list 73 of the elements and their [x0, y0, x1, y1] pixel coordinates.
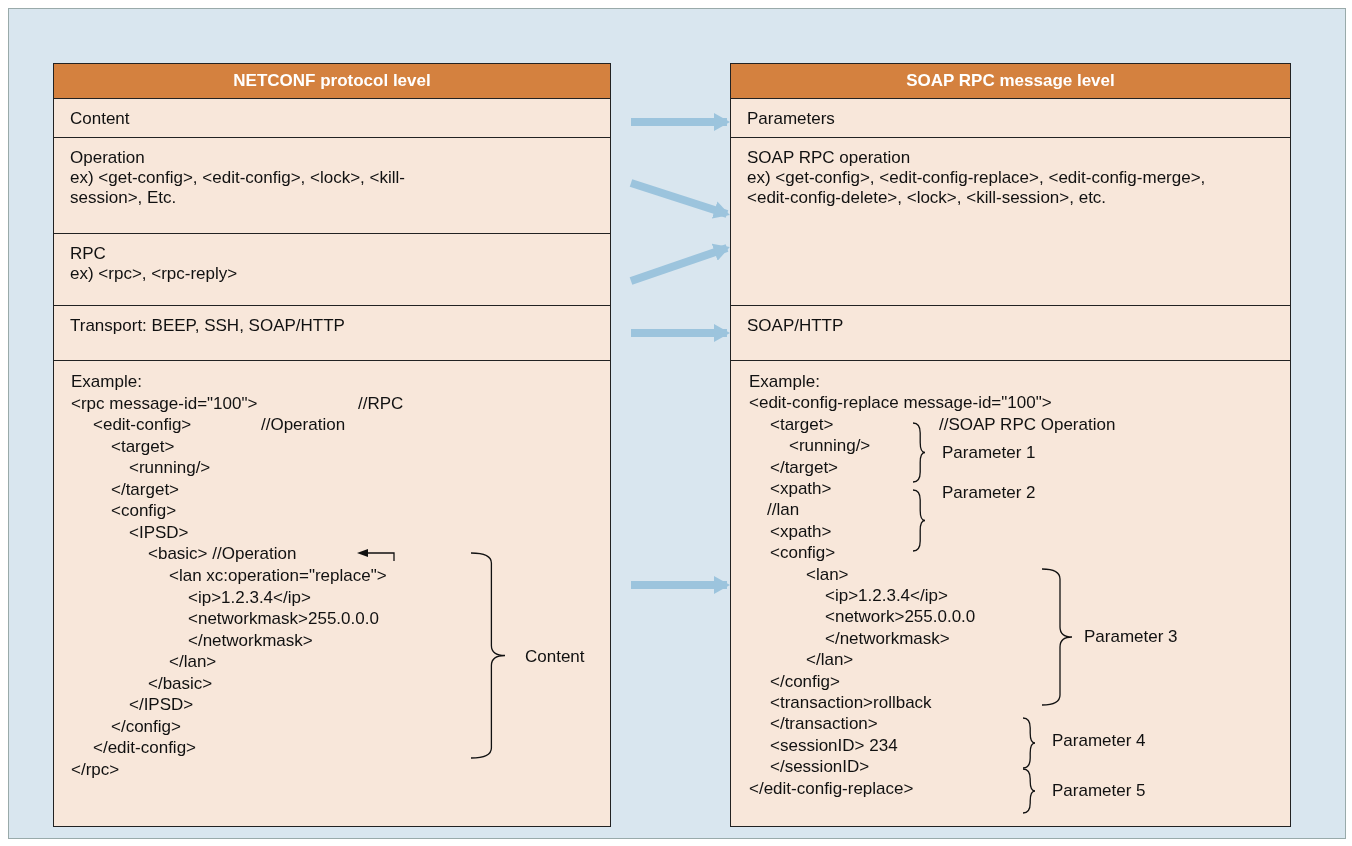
layer-title: Parameters: [747, 109, 836, 129]
code-line: </basic>: [148, 673, 213, 694]
example-text: ex) <get-config>, <edit-config>, <lock>, <kill-session>, Etc.: [70, 168, 406, 208]
code-line: <ip>1.2.3.4</ip>: [825, 586, 948, 606]
code-line: <basic> //Operation: [148, 544, 297, 565]
code-line: Example:: [71, 372, 142, 392]
arrow: [629, 179, 730, 219]
code-line: <edit-config-replace message-id="100">: [749, 393, 1052, 414]
brace-label: Parameter 2: [942, 483, 1036, 503]
code-line: <networkmask>255.0.0.0: [188, 609, 379, 630]
code-example-panel: [53, 360, 611, 827]
code-line: <rpc message-id="100">: [71, 393, 258, 414]
code-line: </edit-config>: [93, 738, 196, 759]
brace-label: Parameter 3: [1084, 627, 1178, 647]
code-line: </lan>: [806, 650, 854, 671]
code-line: <target>: [770, 414, 834, 435]
layer-box: [53, 233, 611, 306]
code-line: <xpath>: [770, 479, 832, 499]
layer-title: Content: [70, 109, 131, 129]
brace-label: Parameter 4: [1052, 731, 1146, 751]
header-bar: [730, 63, 1291, 99]
code-line: <edit-config>: [93, 415, 192, 436]
brace-label: Content: [525, 647, 585, 667]
code-line: </target>: [770, 457, 839, 478]
code-line: <xpath>: [770, 521, 832, 542]
code-line: </config>: [111, 716, 181, 737]
code-line: <running/>: [129, 458, 211, 479]
code-line: <config>: [111, 501, 177, 522]
header-bar: [53, 63, 611, 99]
layer-title: RPC: [70, 244, 107, 264]
code-comment: //Operation: [261, 415, 346, 436]
example-text: ex) <rpc>, <rpc-reply>: [70, 264, 239, 284]
code-line: </target>: [111, 479, 180, 500]
layer-box: [53, 305, 611, 361]
code-comment: //SOAP RPC Operation: [939, 414, 1116, 435]
code-line: </config>: [770, 671, 840, 692]
code-line: <running/>: [789, 436, 871, 457]
code-line: </IPSD>: [129, 695, 194, 716]
code-line: </edit-config-replace>: [749, 778, 914, 799]
code-line: </lan>: [169, 652, 217, 673]
code-example-panel: [730, 360, 1291, 827]
code-line: <config>: [770, 543, 836, 564]
layer-box: [53, 98, 611, 138]
header-title: SOAP RPC message level: [906, 71, 1115, 91]
code-line: <transaction>rollback: [770, 693, 932, 713]
code-line: Example:: [749, 372, 820, 392]
layer-title: SOAP RPC operation: [747, 148, 912, 168]
code-line: <lan xc:operation="replace">: [169, 565, 387, 586]
code-line: <network>255.0.0.0: [825, 607, 976, 628]
code-line: </sessionID>: [770, 757, 870, 778]
code-line: <sessionID> 234: [770, 735, 898, 756]
example-text: ex) <get-config>, <edit-config-replace>, <edit-config-merge>, <edit-config-delete>, <lock>, <kill-session>, etc.: [747, 168, 1207, 208]
header-title: NETCONF protocol level: [233, 71, 431, 91]
arrow: [629, 243, 730, 285]
code-line: </networkmask>: [188, 630, 313, 651]
code-line: <lan>: [806, 564, 849, 585]
code-line: <IPSD>: [129, 522, 189, 543]
code-line: <ip>1.2.3.4</ip>: [188, 587, 311, 608]
layer-box: [730, 137, 1291, 306]
code-comment: //lan: [767, 500, 800, 521]
code-line: </networkmask>: [825, 628, 950, 649]
brace-label: Parameter 5: [1052, 781, 1146, 801]
code-line: <target>: [111, 436, 175, 457]
layer-box: [730, 98, 1291, 138]
code-line: </transaction>: [770, 714, 878, 735]
code-comment: //RPC: [358, 393, 404, 414]
layer-title: Operation: [70, 148, 146, 168]
layer-box: [730, 305, 1291, 361]
layer-box: [53, 137, 611, 234]
layer-title: Transport: BEEP, SSH, SOAP/HTTP: [70, 316, 346, 336]
brace-label: Parameter 1: [942, 443, 1036, 463]
layer-title: SOAP/HTTP: [747, 316, 845, 336]
code-line: </rpc>: [71, 759, 120, 780]
